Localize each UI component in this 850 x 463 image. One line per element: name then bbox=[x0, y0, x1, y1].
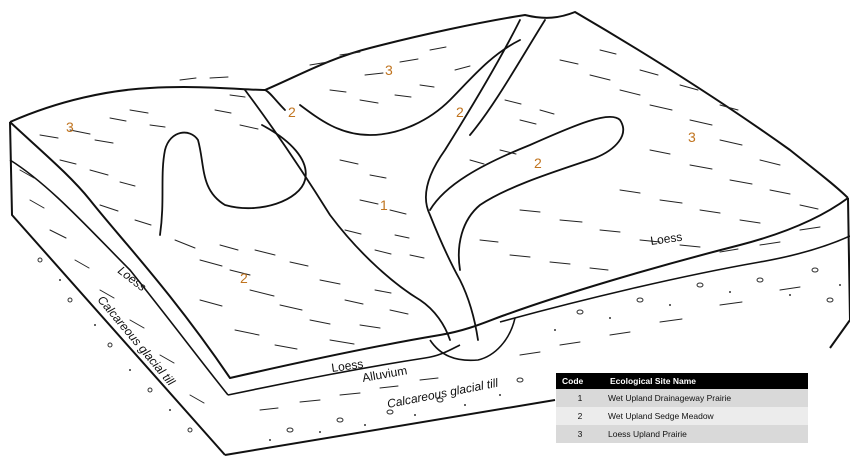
label-loess-right: Loess bbox=[649, 230, 683, 248]
dot bbox=[414, 414, 416, 416]
dot bbox=[364, 424, 366, 426]
dot bbox=[499, 394, 501, 396]
legend-header-name: Ecological Site Name bbox=[604, 373, 808, 389]
legend-row: 3 Loess Upland Prairie bbox=[556, 425, 808, 443]
legend-header-code: Code bbox=[556, 373, 604, 389]
drainage-main-center bbox=[426, 20, 520, 340]
site-code-3-top: 3 bbox=[385, 62, 393, 78]
dot bbox=[554, 329, 556, 331]
legend-code-cell: 3 bbox=[556, 425, 604, 443]
legend-name-cell: Wet Upland Sedge Meadow bbox=[604, 407, 808, 425]
dot bbox=[269, 439, 271, 441]
surface-outline bbox=[10, 12, 848, 198]
dot bbox=[129, 369, 131, 371]
dot bbox=[169, 409, 171, 411]
dot bbox=[789, 294, 791, 296]
dot bbox=[319, 431, 321, 433]
site-code-1-drainageway: 1 bbox=[380, 197, 388, 213]
site-code-2-lower-left: 2 bbox=[240, 270, 248, 286]
label-calcareous-till-front: Calcareous glacial till bbox=[386, 376, 500, 411]
dot bbox=[669, 304, 671, 306]
legend-code-cell: 1 bbox=[556, 389, 604, 407]
dot bbox=[464, 404, 466, 406]
site-code-3-left: 3 bbox=[66, 119, 74, 135]
dot bbox=[94, 324, 96, 326]
loess-base-line-right bbox=[500, 236, 850, 322]
dot bbox=[729, 291, 731, 293]
left-face-outline bbox=[10, 122, 225, 455]
drainage-main-left bbox=[245, 90, 450, 340]
legend-header-row: Code Ecological Site Name bbox=[556, 373, 808, 389]
ridge-left-knob bbox=[160, 125, 306, 235]
ridge-top-crest bbox=[265, 90, 285, 110]
legend-code-cell: 2 bbox=[556, 407, 604, 425]
drainage-right-finger bbox=[430, 117, 623, 270]
label-loess-front: Loess bbox=[330, 357, 364, 375]
site-code-2-right-finger: 2 bbox=[534, 155, 542, 171]
loess-base-line-left bbox=[10, 160, 228, 395]
legend-row: 2 Wet Upland Sedge Meadow bbox=[556, 407, 808, 425]
dot bbox=[609, 317, 611, 319]
ecological-site-legend: Code Ecological Site Name 1 Wet Upland D… bbox=[556, 373, 808, 443]
label-alluvium: Alluvium bbox=[361, 363, 408, 385]
legend-name-cell: Wet Upland Drainageway Prairie bbox=[604, 389, 808, 407]
legend-row: 1 Wet Upland Drainageway Prairie bbox=[556, 389, 808, 407]
site-code-2-upper-left: 2 bbox=[288, 104, 296, 120]
label-loess-left: Loess bbox=[115, 263, 149, 294]
drainage-upper-right bbox=[470, 20, 545, 135]
legend-name-cell: Loess Upland Prairie bbox=[604, 425, 808, 443]
dot bbox=[59, 279, 61, 281]
ridge-upper-bowl bbox=[300, 40, 520, 135]
site-code-2-upper-right: 2 bbox=[456, 104, 464, 120]
label-calcareous-till-left: Calcareous glacial till bbox=[95, 293, 178, 389]
site-code-3-right: 3 bbox=[688, 129, 696, 145]
right-face-outline bbox=[830, 198, 850, 348]
dot bbox=[839, 284, 841, 286]
